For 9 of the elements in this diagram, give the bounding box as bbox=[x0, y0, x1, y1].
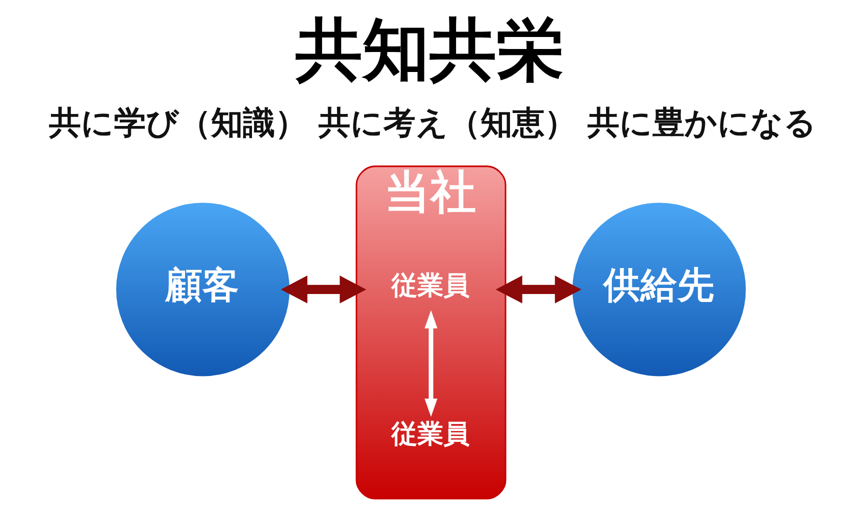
diagram-title: 共知共栄 bbox=[296, 9, 564, 88]
arrow bbox=[496, 276, 582, 304]
label: 共に学び（知識） 共に考え（知恵） 共に豊かになる bbox=[49, 103, 816, 142]
arrow bbox=[424, 310, 438, 417]
node-circle: 供給先 bbox=[570, 201, 748, 378]
node-text: 従業員 bbox=[391, 420, 470, 450]
node-text: 従業員 bbox=[391, 271, 470, 302]
arrow bbox=[280, 276, 366, 304]
node-circle: 顧客 bbox=[114, 201, 292, 378]
